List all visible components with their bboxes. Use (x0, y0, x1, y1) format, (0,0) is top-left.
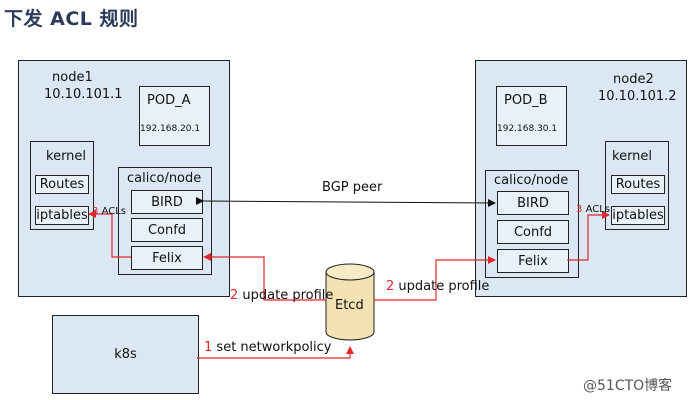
node2-felix: Felix (497, 249, 569, 273)
node1-calico-label: calico/node (127, 171, 202, 186)
node1-routes: Routes (35, 175, 89, 194)
watermark: @51CTO博客 (583, 378, 673, 394)
step3-right-number: 3 (576, 204, 583, 215)
node1-felix: Felix (131, 246, 203, 270)
etcd-cylinder (325, 263, 375, 341)
step3-left-label: 3 ACLs (92, 206, 126, 217)
step3-left-number: 3 (92, 206, 99, 217)
pod-a-ip: 192.168.20.1 (140, 124, 201, 134)
node1-iptables: iptables (35, 206, 89, 225)
node1-name: node1 (52, 70, 93, 85)
set-policy-arrow (197, 346, 354, 359)
step3-right-label: 3 ACLs (576, 204, 610, 215)
step2-left-number: 2 (230, 288, 239, 303)
step2-left-label: 2 update profile (230, 288, 333, 303)
node1-ip: 10.10.101.1 (44, 87, 123, 102)
page-title: 下发 ACL 规则 (4, 8, 139, 30)
pod-b-name: POD_B (504, 93, 548, 108)
step1-label: 1 set networkpolicy (204, 340, 332, 355)
node2-routes: Routes (611, 175, 665, 194)
step3-left-text: ACLs (101, 206, 126, 217)
step3-right-text: ACLs (585, 204, 610, 215)
node2-bird: BIRD (497, 191, 569, 215)
bgp-peer-label: BGP peer (322, 180, 383, 195)
bgp-peer-arrow (195, 196, 496, 207)
acls-arrow-right (567, 211, 610, 261)
step2-right-text: update profile (398, 279, 490, 294)
pod-b-ip: 192.168.30.1 (497, 124, 558, 134)
pod-b-box (496, 86, 567, 146)
node2-confd: Confd (497, 220, 569, 244)
node2-iptables: iptables (611, 206, 665, 225)
node2-kernel-label: kernel (612, 149, 653, 164)
acls-arrow-left (88, 210, 131, 258)
node2-ip: 10.10.101.2 (598, 89, 677, 104)
node1-bird: BIRD (131, 190, 203, 214)
etcd-label: Etcd (335, 298, 364, 313)
pod-a-name: POD_A (147, 93, 191, 108)
update-profile-arrow-right (374, 256, 496, 301)
k8s-box: k8s (52, 315, 199, 394)
step1-text: set networkpolicy (216, 340, 332, 355)
step2-right-label: 2 update profile (386, 279, 489, 294)
pod-a-box (139, 86, 210, 146)
step2-right-number: 2 (386, 279, 395, 294)
step2-left-text: update profile (242, 288, 334, 303)
node1-confd: Confd (131, 218, 203, 242)
node2-name: node2 (613, 72, 654, 87)
node2-calico-label: calico/node (494, 173, 569, 188)
node1-kernel-label: kernel (46, 149, 87, 164)
step1-number: 1 (204, 340, 213, 355)
update-profile-arrow-left (203, 253, 326, 301)
